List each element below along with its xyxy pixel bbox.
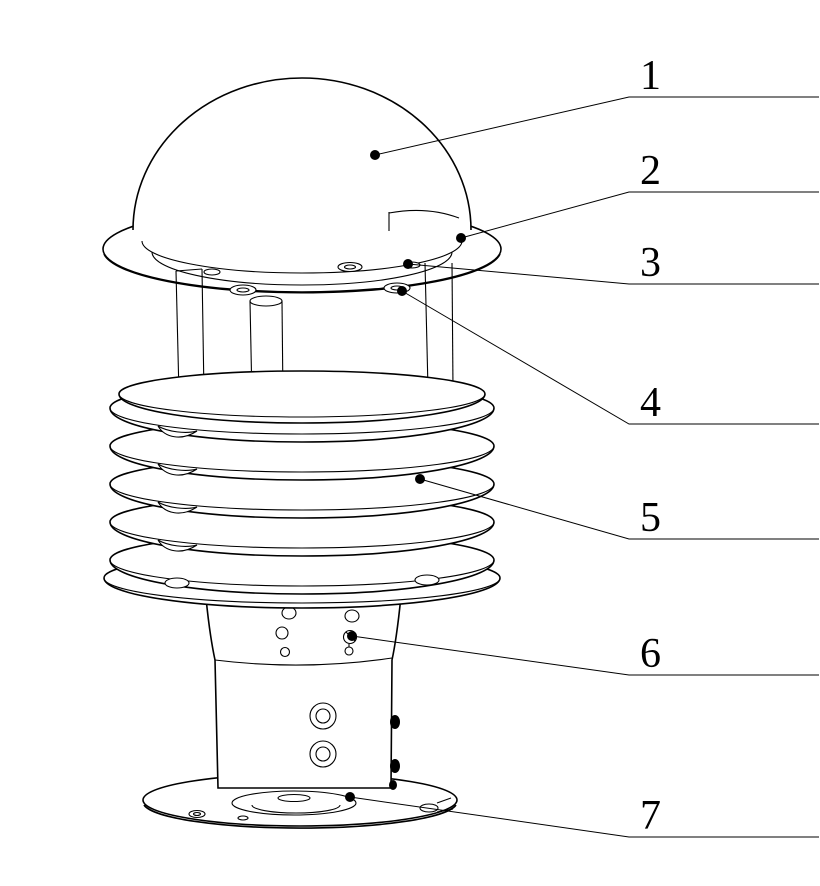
callout-4: 4 (397, 286, 819, 426)
callout-label-1: 1 (640, 53, 661, 99)
flange-rim-edge (143, 804, 457, 829)
clip-tab (164, 577, 190, 589)
leader-line-5 (419, 478, 819, 540)
louver-gap-shadow (157, 501, 198, 514)
callout-label-7: 7 (640, 793, 661, 839)
callouts: 1 2 3 4 5 6 7 (345, 53, 819, 839)
post-left-top (175, 268, 203, 272)
post-right-edge (451, 262, 454, 390)
leader-line-3 (407, 263, 819, 285)
clip-tab (414, 574, 440, 586)
mounting-boss (231, 790, 357, 816)
body-seam-line (214, 657, 393, 666)
mounting-boss-center (277, 793, 311, 803)
louver-gap-shadow (157, 425, 198, 438)
callout-dot-5 (415, 474, 425, 484)
side-plug (390, 759, 400, 773)
underside-plate-edge (151, 251, 453, 286)
callout-2: 2 (456, 148, 819, 243)
callout-label-5: 5 (640, 495, 661, 541)
side-plug (389, 780, 397, 790)
dome-surface (133, 78, 471, 230)
plate-hole (203, 268, 221, 276)
callout-1: 1 (370, 53, 819, 160)
callout-dot-2 (456, 233, 466, 243)
mounting-boss-inner-edge (251, 804, 341, 814)
dome-outline (132, 77, 472, 231)
plate-hole-inner (343, 264, 357, 270)
collar-inner-edge (141, 240, 463, 274)
leader-line-2 (460, 191, 819, 239)
side-plug (390, 715, 400, 729)
post-left-edge (201, 268, 205, 395)
cable-grommet-inner (315, 746, 331, 762)
dome-seam-arc (388, 209, 460, 219)
callout-6: 6 (347, 631, 819, 677)
screw-head (344, 646, 354, 656)
callout-label-6: 6 (640, 631, 661, 677)
louver-gap-shadow (157, 539, 198, 552)
collar-rim-edge (103, 253, 501, 294)
vent-hole (281, 606, 297, 620)
vent-hole (279, 646, 291, 658)
vent-hole (275, 626, 289, 640)
post-right-edge (424, 262, 429, 390)
louver-bottom-plate-edge (103, 577, 501, 604)
callout-5: 5 (415, 474, 819, 541)
leader-line-7 (349, 796, 819, 838)
louver-plate-edge (109, 407, 495, 435)
sensor-body (205, 595, 402, 790)
louver-plate-edge (109, 559, 495, 587)
callout-7: 7 (345, 792, 819, 839)
louver-top-plate-edge (118, 393, 486, 418)
louver-gap-shadow (157, 463, 198, 476)
flange-hole-inner (192, 811, 202, 817)
callout-dot-1 (370, 150, 380, 160)
leader-line-6 (351, 635, 819, 676)
body-outline (205, 595, 402, 789)
leader-line-4 (401, 290, 819, 425)
flange-hole (237, 815, 249, 821)
post-left-edge (175, 270, 180, 395)
louver-plate-edge (109, 483, 495, 511)
cable-grommet-inner (315, 708, 331, 724)
flange-notch (436, 797, 452, 804)
louver-plate-edge (109, 445, 495, 473)
plate-hole (337, 261, 363, 273)
post-middle-top (249, 295, 283, 307)
callout-dot-3 (403, 259, 413, 269)
dome (132, 77, 472, 231)
callout-dot-7 (345, 792, 355, 802)
callout-dot-4 (397, 286, 407, 296)
callout-label-3: 3 (640, 240, 661, 286)
louver-stack (103, 370, 501, 609)
plate-hole (229, 284, 257, 296)
callout-label-2: 2 (640, 148, 661, 194)
callout-dot-6 (347, 631, 357, 641)
callout-label-4: 4 (640, 380, 661, 426)
vent-hole (344, 609, 360, 623)
plate-hole-inner (236, 287, 250, 293)
flange-hole (188, 809, 206, 819)
callout-3: 3 (403, 240, 819, 286)
leader-line-1 (374, 96, 819, 156)
louver-plate-edge (109, 521, 495, 549)
louver-top-plate (118, 370, 486, 424)
